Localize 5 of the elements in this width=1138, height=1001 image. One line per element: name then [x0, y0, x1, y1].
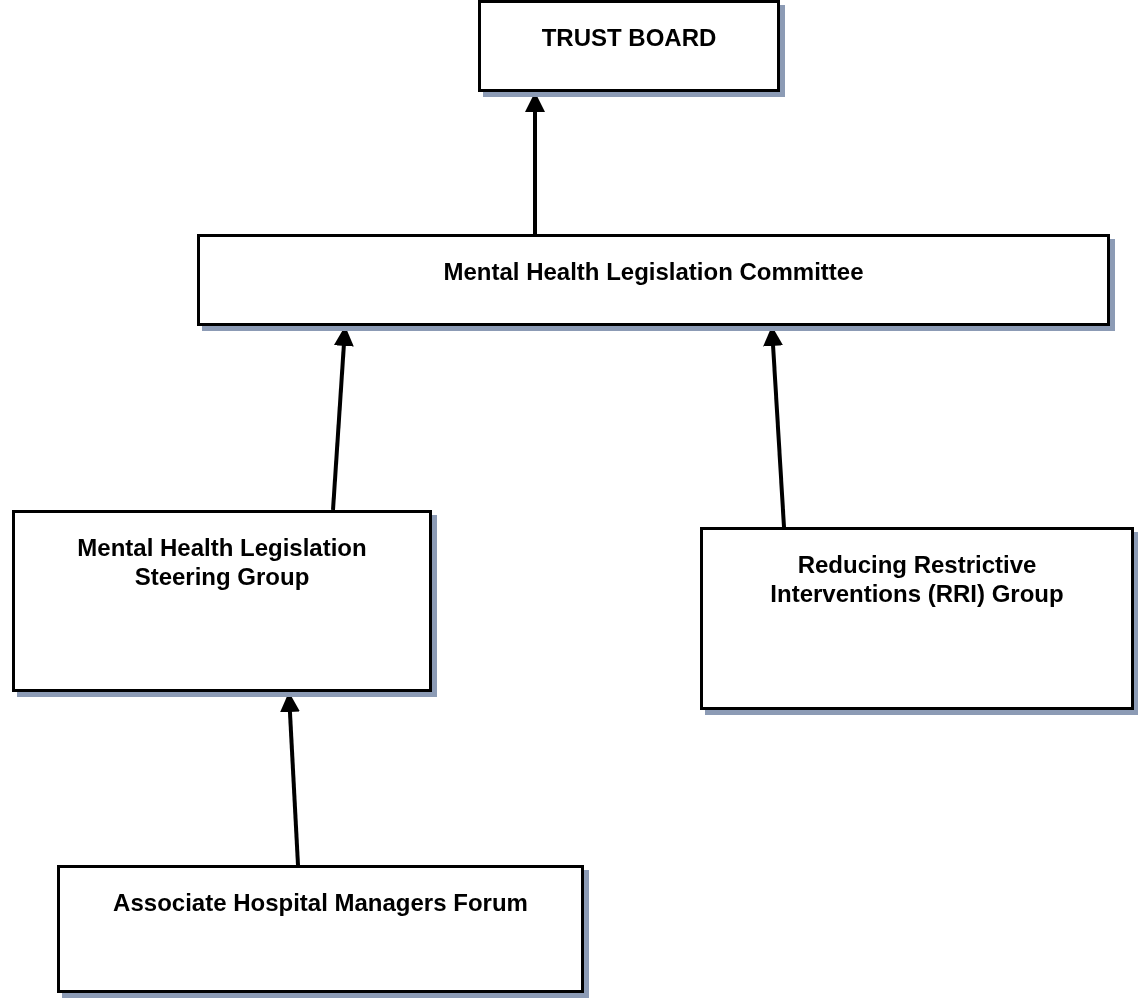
- box-label: Reducing Restrictive Interventions (RRI) Group: [769, 550, 1065, 608]
- box-label: Associate Hospital Managers Forum: [112, 888, 529, 917]
- box-label: Mental Health Legislation Steering Group: [76, 533, 368, 591]
- box-label: TRUST BOARD: [540, 23, 718, 52]
- box-label: Mental Health Legislation Committee: [442, 257, 865, 286]
